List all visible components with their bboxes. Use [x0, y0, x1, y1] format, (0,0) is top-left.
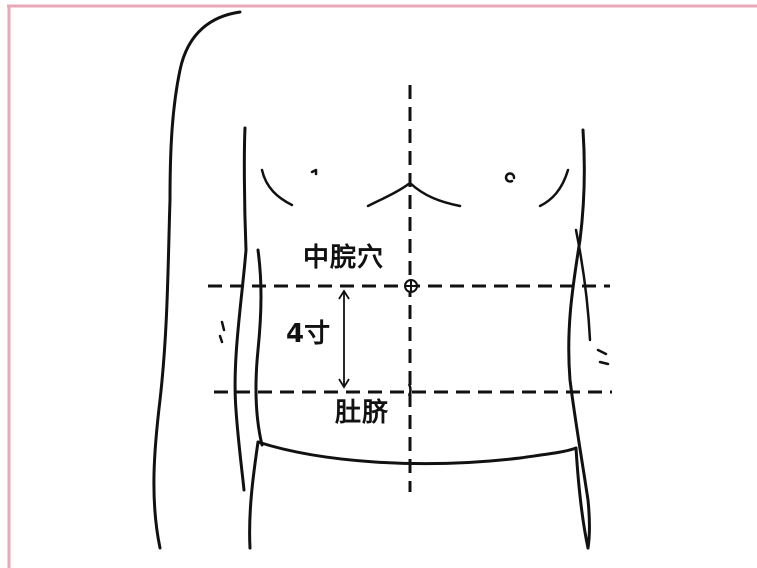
- image-border: [7, 6, 757, 568]
- right-chest-line: [540, 170, 568, 206]
- left-nipple: [312, 170, 316, 174]
- left-side-mark: [220, 322, 224, 342]
- right-nipple: [506, 174, 514, 182]
- acupoint-label: 中脘穴: [303, 245, 384, 271]
- pectoral-line-left: [368, 183, 410, 206]
- waistband: [258, 442, 576, 464]
- left-torso-outline: [256, 250, 262, 445]
- acupoint-marker-icon: [405, 280, 417, 292]
- left-arm-inner-outline: [235, 128, 246, 490]
- waistband-left-edge: [250, 442, 258, 548]
- navel-label: 肚脐: [335, 400, 389, 426]
- right-side-mark: [598, 350, 608, 364]
- distance-label: 4寸: [286, 321, 330, 347]
- pectoral-line-right: [410, 183, 460, 206]
- navel-marker-icon: [409, 384, 411, 396]
- left-chest-line: [262, 170, 292, 205]
- left-arm-outline: [154, 12, 240, 548]
- distance-arrow: [339, 291, 349, 387]
